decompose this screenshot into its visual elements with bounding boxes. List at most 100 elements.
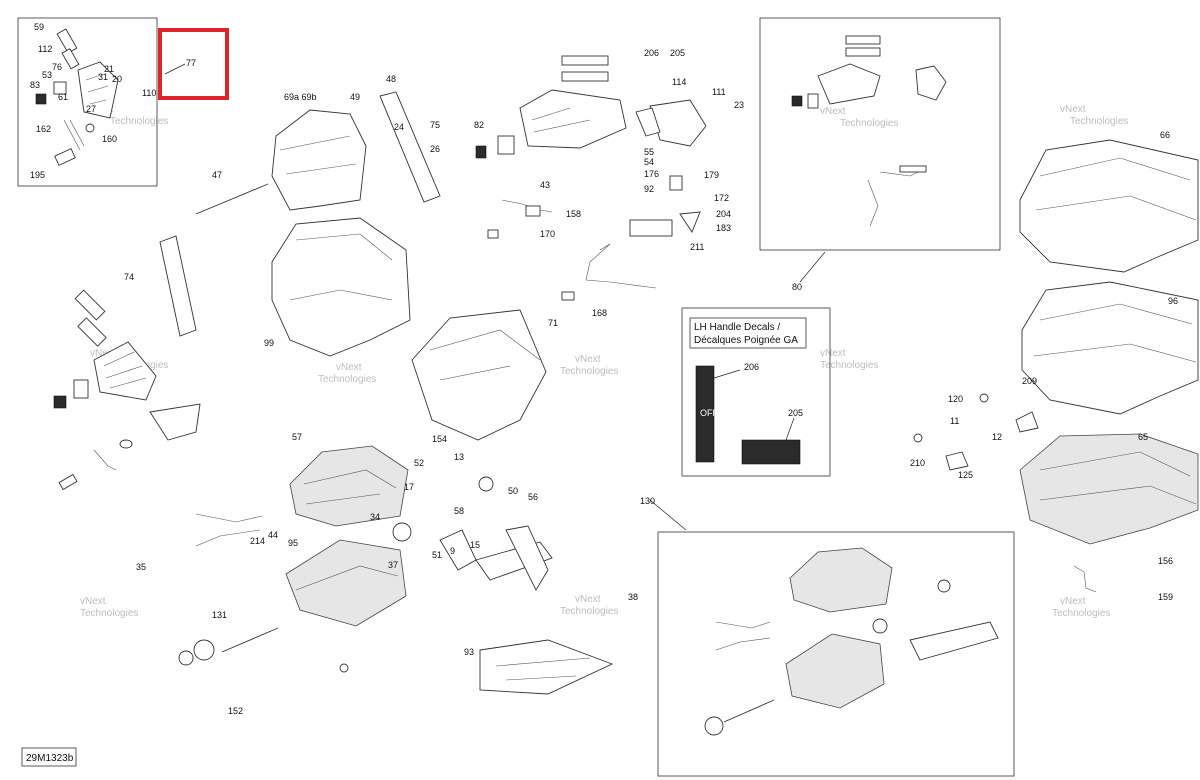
decal-205	[741, 439, 801, 465]
part-callout: 23	[734, 100, 744, 110]
watermark-line2: Technologies	[840, 118, 898, 129]
housing-detail	[85, 73, 109, 105]
grip-part	[845, 35, 881, 45]
clip-168	[561, 291, 575, 301]
part-callout: 156	[1158, 556, 1173, 566]
part-callout: 53	[42, 70, 52, 80]
part-callout: 61	[58, 92, 68, 102]
bracket-part	[53, 81, 67, 95]
watermark-line1: vNext	[820, 106, 846, 117]
bolt-120	[979, 393, 989, 403]
bolt-part	[85, 123, 95, 133]
watermark-line2: Technologies	[1070, 116, 1128, 127]
decal-part	[899, 165, 927, 173]
connector-part	[525, 205, 541, 217]
decal-box-frame	[681, 307, 831, 477]
housing-detail	[103, 351, 147, 389]
part-callout: 120	[948, 394, 963, 404]
leader-line	[785, 417, 795, 441]
switch-part	[35, 93, 47, 105]
seat-frame-lower	[785, 633, 885, 709]
part-callout: 50	[508, 486, 518, 496]
bracket-74	[159, 235, 197, 337]
hub-part	[178, 650, 194, 666]
connector-158	[487, 229, 499, 239]
part-callout: 24	[394, 122, 404, 132]
decal-title-1: LH Handle Decals /	[694, 322, 780, 333]
part-callout: 158	[566, 209, 581, 219]
watermark-line2: Technologies	[80, 608, 138, 619]
bearing-13	[937, 579, 951, 593]
part-callout: 52	[414, 458, 424, 468]
part-callout: 47	[212, 170, 222, 180]
inset-box-130	[657, 531, 1015, 777]
part-callout: 210	[910, 458, 925, 468]
part-callout: 44	[268, 530, 278, 540]
watermark-line1: vNext	[90, 348, 116, 359]
watermark-line1: vNext	[336, 362, 362, 373]
leader-line	[799, 251, 826, 283]
part-callout: 206	[644, 48, 659, 58]
seat-frame-lower	[285, 539, 407, 627]
bolt-93	[339, 663, 349, 673]
part-callout: 58	[454, 506, 464, 516]
part-callout: 83	[30, 80, 40, 90]
seat-66	[1019, 139, 1199, 273]
highlight-box	[158, 28, 229, 100]
part-callout: 125	[958, 470, 973, 480]
decal-part	[54, 148, 76, 166]
part-callout: 110	[142, 88, 156, 98]
guard-110	[149, 403, 201, 441]
watermark-line1: vNext	[1060, 596, 1086, 607]
reference-code-box	[21, 747, 77, 767]
inset-80-parts	[791, 35, 947, 227]
seat-96-detail	[1033, 303, 1197, 363]
seat-frame-detail	[303, 469, 397, 505]
part-callout: 21	[104, 64, 114, 74]
part-callout: 20	[112, 74, 122, 84]
grip-112	[77, 317, 107, 347]
part-callout: 130	[640, 496, 655, 506]
watermark-line1: vNext	[80, 596, 106, 607]
watermark-line2: Technologies	[820, 360, 878, 371]
part-callout: 159	[1158, 592, 1173, 602]
grip-part	[61, 48, 80, 70]
base-65	[1019, 433, 1199, 545]
watermark-line2: Technologies	[1052, 608, 1110, 619]
bolt-120	[913, 433, 923, 443]
decal-195	[629, 219, 673, 237]
inset-left-parts	[35, 28, 119, 166]
throttle-housing	[915, 65, 947, 101]
part-callout: 211	[690, 242, 704, 252]
part-callout: 204	[716, 209, 731, 219]
part-callout: 11	[950, 416, 959, 426]
cable-part	[63, 119, 85, 151]
seat-frame-lower-detail	[295, 565, 399, 591]
grip-part	[845, 47, 881, 57]
part-callout: 214	[250, 536, 265, 546]
seat-assembly-right	[913, 139, 1199, 593]
part-callout: 13	[454, 452, 464, 462]
part-callout: 96	[1168, 296, 1178, 306]
part-callout: 195	[30, 170, 45, 180]
part-callout: 160	[102, 134, 117, 144]
decal-206	[695, 365, 715, 463]
part-callout: 31	[98, 72, 108, 82]
watermark-line1: vNext	[575, 594, 601, 605]
part-callout: 93	[464, 647, 474, 657]
part-callout: 37	[388, 560, 398, 570]
switch-179	[669, 175, 683, 191]
bracket-75	[379, 91, 441, 203]
mat-38-detail	[495, 657, 591, 681]
console-99	[271, 217, 411, 357]
decal-title-frame	[689, 317, 807, 349]
part-callout: 111	[712, 87, 726, 97]
part-callout: 76	[52, 62, 62, 72]
part-callout: 75	[430, 120, 440, 130]
rod-162	[93, 449, 117, 471]
part-callout: 38	[628, 592, 638, 602]
bracket-53	[497, 135, 515, 155]
reference-code: 29M1323b	[26, 753, 74, 764]
pulley-152	[193, 639, 215, 661]
